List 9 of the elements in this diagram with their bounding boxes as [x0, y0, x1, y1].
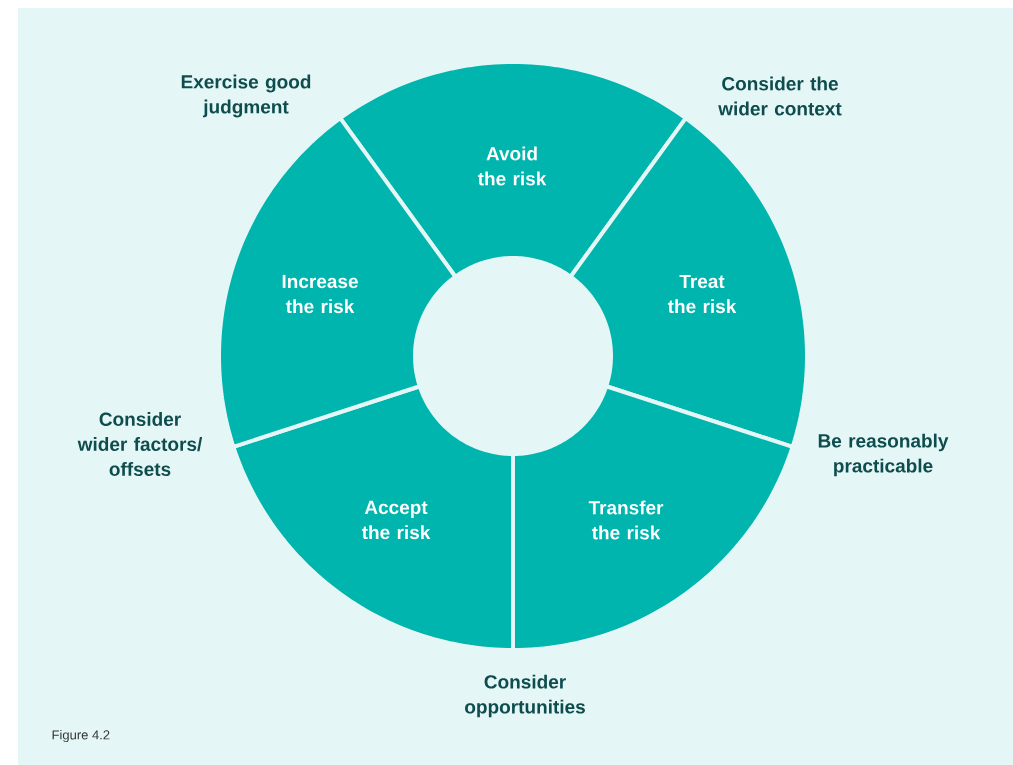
figure-caption: Figure 4.2: [52, 729, 110, 743]
ring-segment: Transfer the risk: [511, 384, 795, 652]
ring-segment: Accept the risk: [231, 384, 515, 652]
outer-label: Be reasonably practicable: [818, 433, 949, 477]
outer-label: Consider the wider context: [718, 76, 842, 116]
ring-segment: Treat the risk: [568, 116, 809, 449]
outer-label: Exercise good judgment: [181, 74, 311, 118]
outer-label: Consider wider factors/ offsets: [77, 412, 203, 476]
outer-label: Consider opportunities: [465, 674, 585, 718]
